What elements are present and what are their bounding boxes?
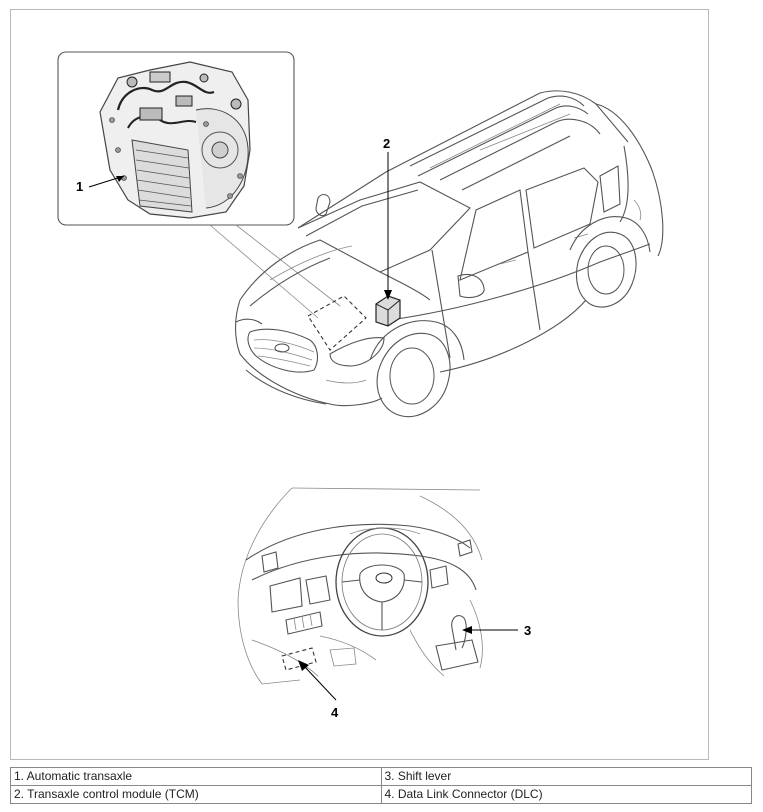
legend-table: 1. Automatic transaxle 3. Shift lever 2.… bbox=[10, 767, 752, 804]
svg-text:2: 2 bbox=[383, 136, 390, 151]
callout-1: 1 bbox=[76, 175, 125, 194]
svg-text:1: 1 bbox=[76, 179, 83, 194]
interior-illustration bbox=[237, 487, 483, 685]
shift-lever bbox=[435, 615, 479, 671]
transaxle-location-box bbox=[307, 295, 367, 351]
callout-2: 2 bbox=[383, 136, 392, 300]
figure-frame bbox=[10, 9, 709, 760]
callout-4: 4 bbox=[298, 660, 339, 720]
legend-row: 1. Automatic transaxle 3. Shift lever bbox=[10, 767, 752, 786]
svg-text:4: 4 bbox=[331, 705, 339, 720]
legend-item-1: 1. Automatic transaxle bbox=[10, 767, 382, 786]
callout-3: 3 bbox=[462, 623, 531, 638]
legend-item-4: 4. Data Link Connector (DLC) bbox=[380, 785, 752, 804]
legend-row: 2. Transaxle control module (TCM) 4. Dat… bbox=[10, 785, 752, 804]
component-location-diagram: 1 2 bbox=[57, 51, 664, 720]
legend-item-2: 2. Transaxle control module (TCM) bbox=[10, 785, 382, 804]
dlc-location-box bbox=[281, 647, 317, 671]
transaxle-illustration bbox=[99, 61, 251, 219]
legend-item-3: 3. Shift lever bbox=[380, 767, 752, 786]
svg-text:3: 3 bbox=[524, 623, 531, 638]
vehicle-illustration bbox=[234, 90, 664, 418]
tcm-module bbox=[375, 295, 401, 327]
